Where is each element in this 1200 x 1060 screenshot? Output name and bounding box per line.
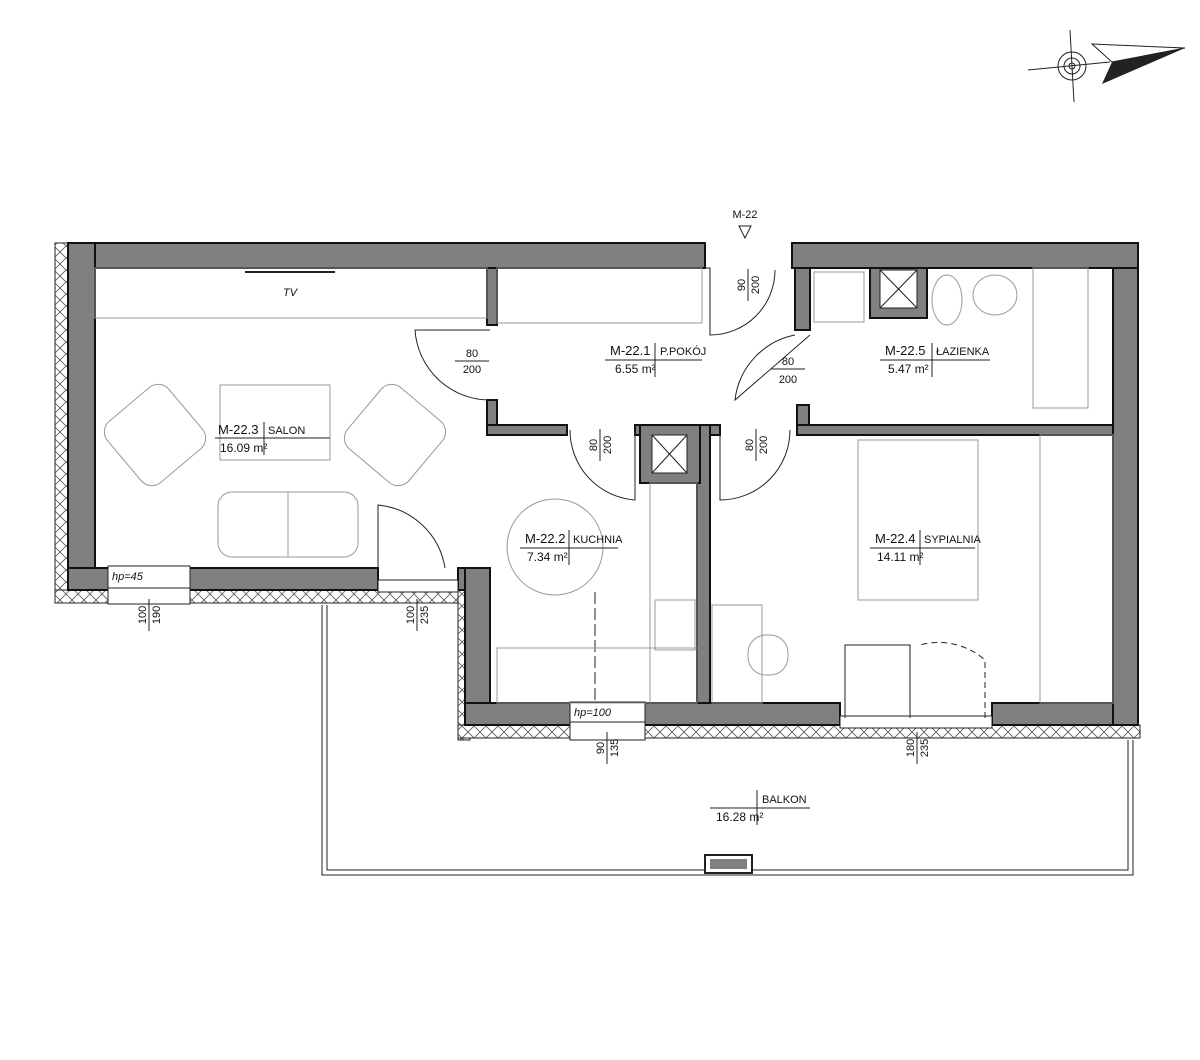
svg-text:80: 80 bbox=[588, 439, 600, 451]
svg-text:SYPIALNIA: SYPIALNIA bbox=[924, 534, 982, 546]
room-label-hall: M-22.1 P.POKÓJ 6.55 m² bbox=[605, 343, 706, 377]
svg-text:235: 235 bbox=[419, 606, 431, 624]
svg-text:hp=45: hp=45 bbox=[112, 571, 144, 583]
svg-text:hp=100: hp=100 bbox=[574, 707, 612, 719]
svg-text:200: 200 bbox=[602, 436, 614, 454]
svg-text:16.28 m²: 16.28 m² bbox=[716, 810, 763, 824]
compass-icon bbox=[1027, 29, 1186, 103]
doors bbox=[377, 267, 986, 718]
svg-text:80: 80 bbox=[782, 356, 794, 368]
svg-text:SALON: SALON bbox=[268, 425, 305, 437]
svg-text:M-22.2: M-22.2 bbox=[525, 531, 565, 546]
svg-text:6.55 m²: 6.55 m² bbox=[615, 362, 656, 376]
tv-label: TV bbox=[283, 287, 299, 299]
svg-text:90: 90 bbox=[595, 742, 607, 754]
svg-text:16.09 m²: 16.09 m² bbox=[220, 441, 267, 455]
svg-text:135: 135 bbox=[609, 739, 621, 757]
room-label-bedroom: M-22.4 SYPIALNIA 14.11 m² bbox=[870, 530, 982, 565]
entrance-marker: M-22 bbox=[732, 209, 758, 240]
svg-text:200: 200 bbox=[758, 436, 770, 454]
furniture: TV bbox=[94, 267, 1114, 704]
svg-text:80: 80 bbox=[466, 348, 478, 360]
svg-text:5.47 m²: 5.47 m² bbox=[888, 362, 929, 376]
svg-text:90: 90 bbox=[736, 279, 748, 291]
svg-text:M-22.1: M-22.1 bbox=[610, 343, 650, 358]
vent-shaft-icon bbox=[651, 269, 918, 474]
room-label-balcony: BALKON 16.28 m² bbox=[710, 790, 810, 825]
svg-text:100: 100 bbox=[405, 606, 417, 624]
room-label-kitchen: M-22.2 KUCHNIA 7.34 m² bbox=[520, 530, 623, 565]
svg-text:7.34 m²: 7.34 m² bbox=[527, 550, 568, 564]
insulation bbox=[457, 724, 1141, 739]
svg-text:200: 200 bbox=[750, 276, 762, 294]
svg-text:235: 235 bbox=[919, 739, 931, 757]
windows: hp=45 hp=100 bbox=[107, 565, 993, 741]
room-label-bathroom: M-22.5 ŁAZIENKA 5.47 m² bbox=[880, 343, 990, 377]
svg-text:200: 200 bbox=[463, 364, 481, 376]
svg-text:80: 80 bbox=[744, 439, 756, 451]
svg-text:M-22: M-22 bbox=[732, 209, 757, 221]
svg-text:200: 200 bbox=[779, 374, 797, 386]
svg-text:100: 100 bbox=[137, 606, 149, 624]
svg-text:BALKON: BALKON bbox=[762, 794, 807, 806]
insulation bbox=[54, 242, 69, 604]
svg-text:M-22.5: M-22.5 bbox=[885, 343, 925, 358]
svg-text:ŁAZIENKA: ŁAZIENKA bbox=[936, 346, 990, 358]
room-label-salon: M-22.3 SALON 16.09 m² bbox=[215, 422, 330, 455]
svg-text:190: 190 bbox=[151, 606, 163, 624]
door-dimensions: 90 200 80 200 80 200 80 200 80 200 bbox=[455, 269, 805, 461]
balcony bbox=[321, 592, 1134, 876]
svg-text:180: 180 bbox=[905, 739, 917, 757]
svg-text:M-22.4: M-22.4 bbox=[875, 531, 915, 546]
svg-text:KUCHNIA: KUCHNIA bbox=[573, 534, 623, 546]
svg-text:P.POKÓJ: P.POKÓJ bbox=[660, 345, 706, 358]
svg-text:14.11 m²: 14.11 m² bbox=[877, 550, 923, 564]
svg-text:M-22.3: M-22.3 bbox=[218, 422, 258, 437]
window-dimensions: 100 190 100 235 90 135 180 235 bbox=[137, 599, 931, 764]
